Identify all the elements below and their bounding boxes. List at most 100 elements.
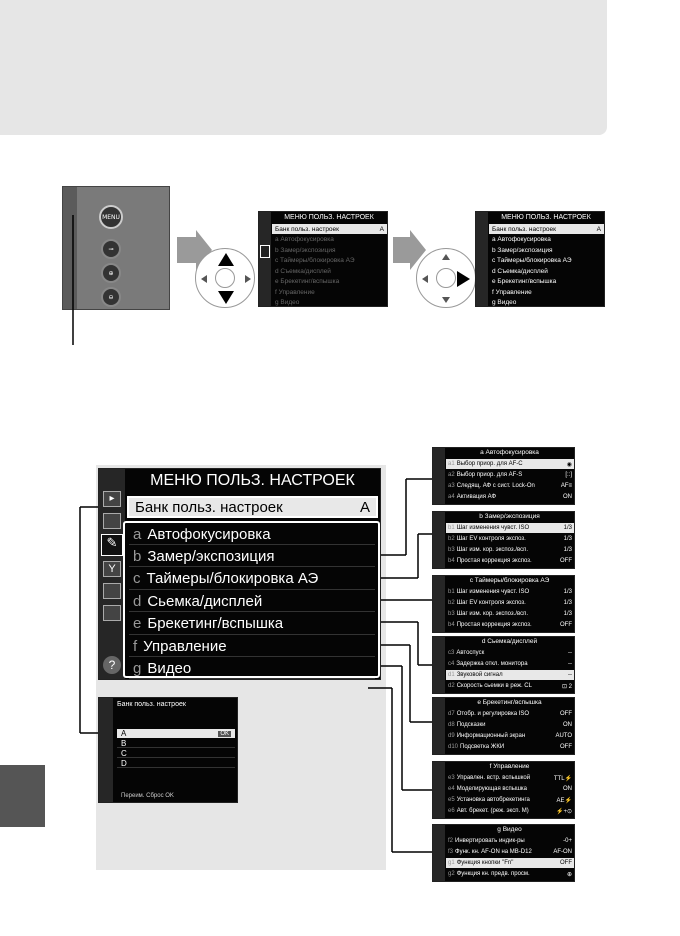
bank-option[interactable]: B (117, 739, 235, 748)
bank-option[interactable]: C (117, 749, 235, 758)
my-menu-tab-icon[interactable] (103, 605, 121, 621)
setting-value: OFF (560, 711, 572, 717)
setting-value: ⊡ 2 (561, 683, 572, 690)
wrench-tab-icon[interactable]: Y (103, 561, 121, 577)
setting-label: Авт. брекет. (реж. эксп. М) (456, 808, 529, 814)
setting-label: Звуковой сигнал (456, 672, 503, 678)
menu-row[interactable]: a Автофокусировка (272, 235, 387, 245)
page-side-tab (0, 765, 45, 827)
group-label: Видео (147, 659, 192, 677)
setting-value: 1/3 (563, 536, 572, 542)
setting-code: g1 (448, 860, 455, 866)
menu-row[interactable]: a Автофокусировка (489, 235, 604, 245)
menu-row-label: a Автофокусировка (492, 236, 551, 243)
custom-settings-menu: ▸ ✎ Y ? МЕНЮ ПОЛЬЗ. НАСТРОЕК Банк польз.… (98, 468, 381, 680)
menu-row-label: d Съемка/дисплей (492, 267, 548, 275)
menu-button[interactable]: MENU (99, 205, 123, 229)
menu-row[interactable]: g Видео (272, 298, 387, 308)
pencil-tab-icon[interactable]: ✎ (101, 534, 123, 556)
shooting-tab-icon[interactable] (103, 513, 121, 529)
help-icon[interactable]: ? (103, 656, 121, 674)
menu-row[interactable]: f Управление (489, 287, 604, 297)
menu-row-label: f Управление (492, 288, 532, 296)
menu-row-value: A (379, 225, 384, 233)
setting-label: Установка автобрекетинга (456, 797, 530, 803)
group-label: Таймеры/блокировка АЭ (146, 570, 319, 588)
menu-row[interactable]: g Видео (489, 298, 604, 308)
menu-row[interactable]: e Брекетинг/вспышка (272, 277, 387, 287)
submenu-title: b Замер/экспозиция (479, 513, 540, 520)
playback-tab-icon[interactable]: ▸ (103, 491, 121, 507)
setting-label: Моделирующая вспышка (456, 786, 527, 792)
setting-code: b4 (448, 558, 455, 564)
multi-selector-updown[interactable] (195, 248, 255, 308)
setting-value: AF≡ (560, 483, 572, 489)
bank-option-label: C (121, 749, 127, 758)
retouch-tab-icon[interactable] (103, 583, 121, 599)
screen-title: МЕНЮ ПОЛЬЗ. НАСТРОЕК (284, 214, 374, 221)
menu-row[interactable]: c Таймеры/блокировка АЭ (272, 256, 387, 266)
menu-row[interactable]: d Съемка/дисплей (489, 266, 604, 276)
bank-row[interactable]: Банк польз. настроек A (127, 496, 378, 518)
menu-row-label: g Видео (492, 299, 517, 306)
arrow-right-icon (457, 271, 470, 287)
setting-value: ON (563, 722, 572, 728)
bank-option[interactable]: D (117, 759, 235, 768)
group-letter: e (133, 615, 142, 633)
zoom-in-icon: ⊕ (101, 263, 121, 283)
arrow-up-small-icon (442, 254, 450, 260)
setting-value: AUTO (555, 733, 572, 739)
multi-selector-right[interactable] (416, 248, 476, 308)
menu-row[interactable]: b Замер/экспозиция (272, 245, 387, 255)
menu-row[interactable]: d Съемка/дисплей (272, 266, 387, 276)
menu-row[interactable]: c Таймеры/блокировка АЭ (489, 256, 604, 266)
bank-option-value: OK (218, 730, 231, 737)
menu-tab-rail (433, 576, 445, 632)
menu-row[interactable]: b Замер/экспозиция (489, 245, 604, 255)
setting-label: Функция кнопки "Fn" (456, 860, 514, 866)
setting-code: e3 (448, 775, 455, 781)
menu-row[interactable]: f Управление (272, 287, 387, 297)
menu-row[interactable]: e Брекетинг/вспышка (489, 277, 604, 287)
setting-code: g2 (448, 871, 455, 877)
